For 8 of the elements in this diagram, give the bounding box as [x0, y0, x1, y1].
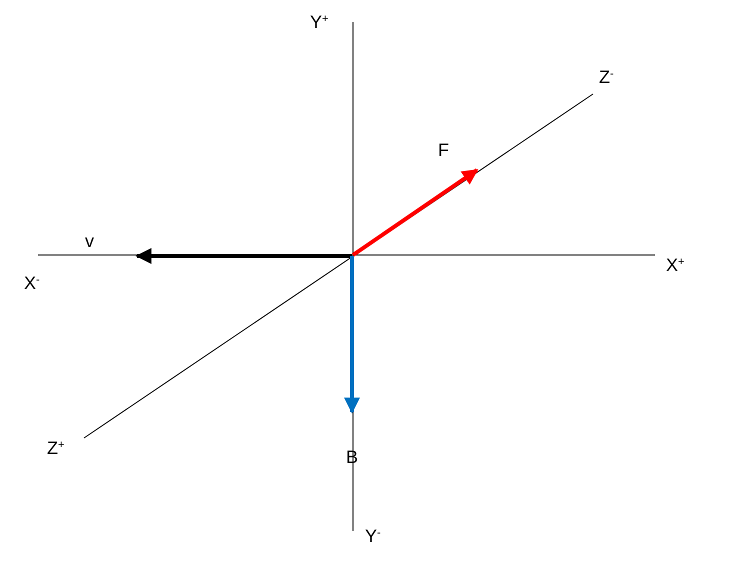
vector-label: F	[438, 141, 449, 159]
axis-label: Y$^{-}$	[365, 527, 381, 545]
axis-label: Z$^{-}$	[599, 68, 614, 86]
axis-label: Z$^{+}$	[47, 439, 64, 457]
axis-label: X$^{-}$	[24, 274, 40, 292]
axis-label: Y$^{+}$	[310, 13, 328, 31]
axis-label: X$^{+}$	[666, 256, 684, 274]
vector-label: v	[85, 232, 94, 250]
